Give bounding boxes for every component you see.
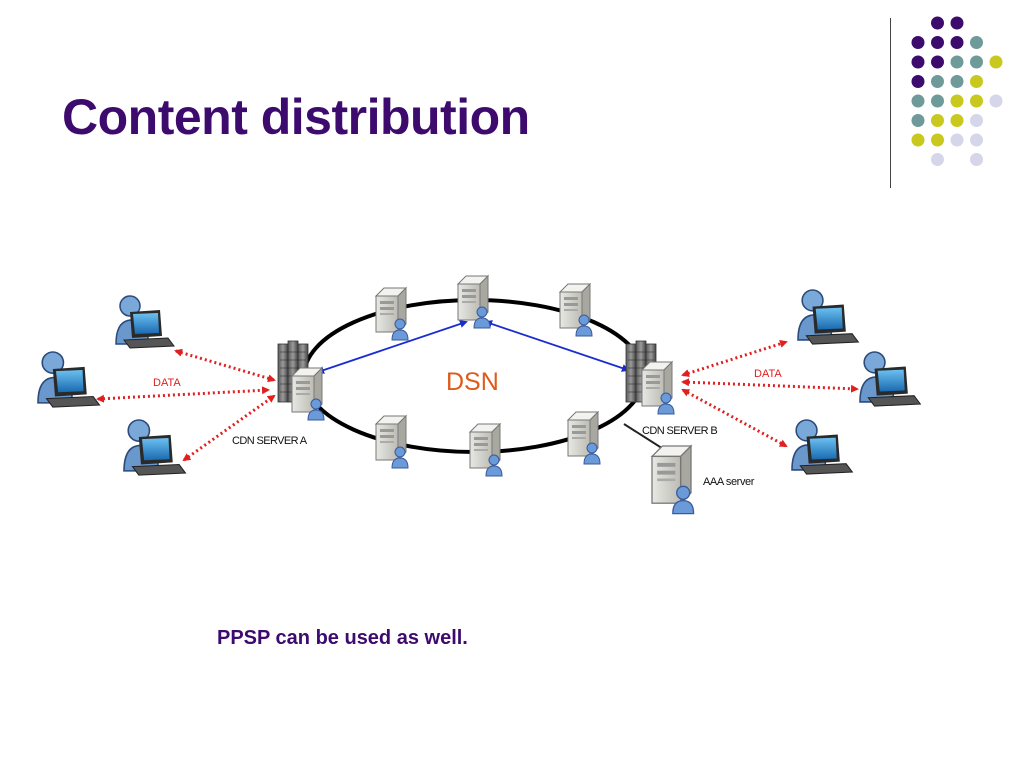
- decorative-dot: [931, 153, 944, 166]
- server-icon: [559, 283, 593, 337]
- slide-title: Content distribution: [62, 89, 530, 145]
- slide-caption: PPSP can be used as well.: [217, 627, 468, 649]
- server-icon: [469, 423, 503, 477]
- decorative-dot: [970, 114, 983, 127]
- decorative-dot: [911, 36, 925, 49]
- user-laptop-icon: [797, 289, 860, 345]
- cdn-server-a-icon: [277, 340, 325, 421]
- decorative-dot: [911, 114, 925, 127]
- decorative-dot: [950, 133, 964, 147]
- decorative-dot: [931, 16, 944, 30]
- decorative-dot: [950, 16, 964, 30]
- server-icon: [375, 287, 409, 341]
- data-label-left: DATA: [153, 377, 181, 389]
- cdn-server-a-label: CDN SERVER A: [232, 435, 308, 447]
- decorative-dot: [911, 75, 925, 88]
- user-laptop-icon: [859, 351, 922, 407]
- decorative-dot: [970, 75, 983, 88]
- decorative-dot: [989, 94, 1003, 108]
- user-laptop-icon: [123, 419, 187, 476]
- decorative-dot: [931, 75, 944, 88]
- decorative-dot: [989, 55, 1003, 69]
- decorative-dot: [970, 133, 983, 147]
- data-label-right: DATA: [754, 368, 782, 380]
- decorative-dot-grid: [911, 16, 1003, 166]
- user-laptop-icon: [37, 351, 101, 408]
- decorative-dot: [931, 94, 944, 108]
- decorative-dot: [970, 55, 983, 69]
- decorative-dot: [931, 36, 944, 49]
- decorative-dot: [911, 133, 925, 147]
- dsn-label: DSN: [446, 368, 499, 396]
- decorative-dot: [950, 36, 964, 49]
- cdn-server-b-label: CDN SERVER B: [642, 425, 717, 437]
- decorative-dot: [950, 55, 964, 69]
- decorative-dot: [950, 114, 964, 127]
- decorative-dot: [970, 36, 983, 49]
- aaa-server-icon: [651, 445, 695, 515]
- decorative-dot: [931, 133, 944, 147]
- aaa-server-label: AAA server: [703, 476, 755, 488]
- user-laptop-icon: [115, 295, 175, 349]
- decorative-dot: [931, 55, 944, 69]
- user-laptop-icon: [791, 419, 854, 475]
- decorative-dot: [970, 94, 983, 108]
- server-icon: [457, 275, 491, 329]
- decorative-dot: [970, 153, 983, 166]
- decorative-dot: [911, 94, 925, 108]
- decorative-dot: [950, 75, 964, 88]
- server-icon: [375, 415, 409, 469]
- decorative-dot: [931, 114, 944, 127]
- server-icon: [567, 411, 601, 465]
- decorative-dot: [950, 94, 964, 108]
- decorative-dot: [911, 55, 925, 69]
- header-divider: [890, 18, 891, 188]
